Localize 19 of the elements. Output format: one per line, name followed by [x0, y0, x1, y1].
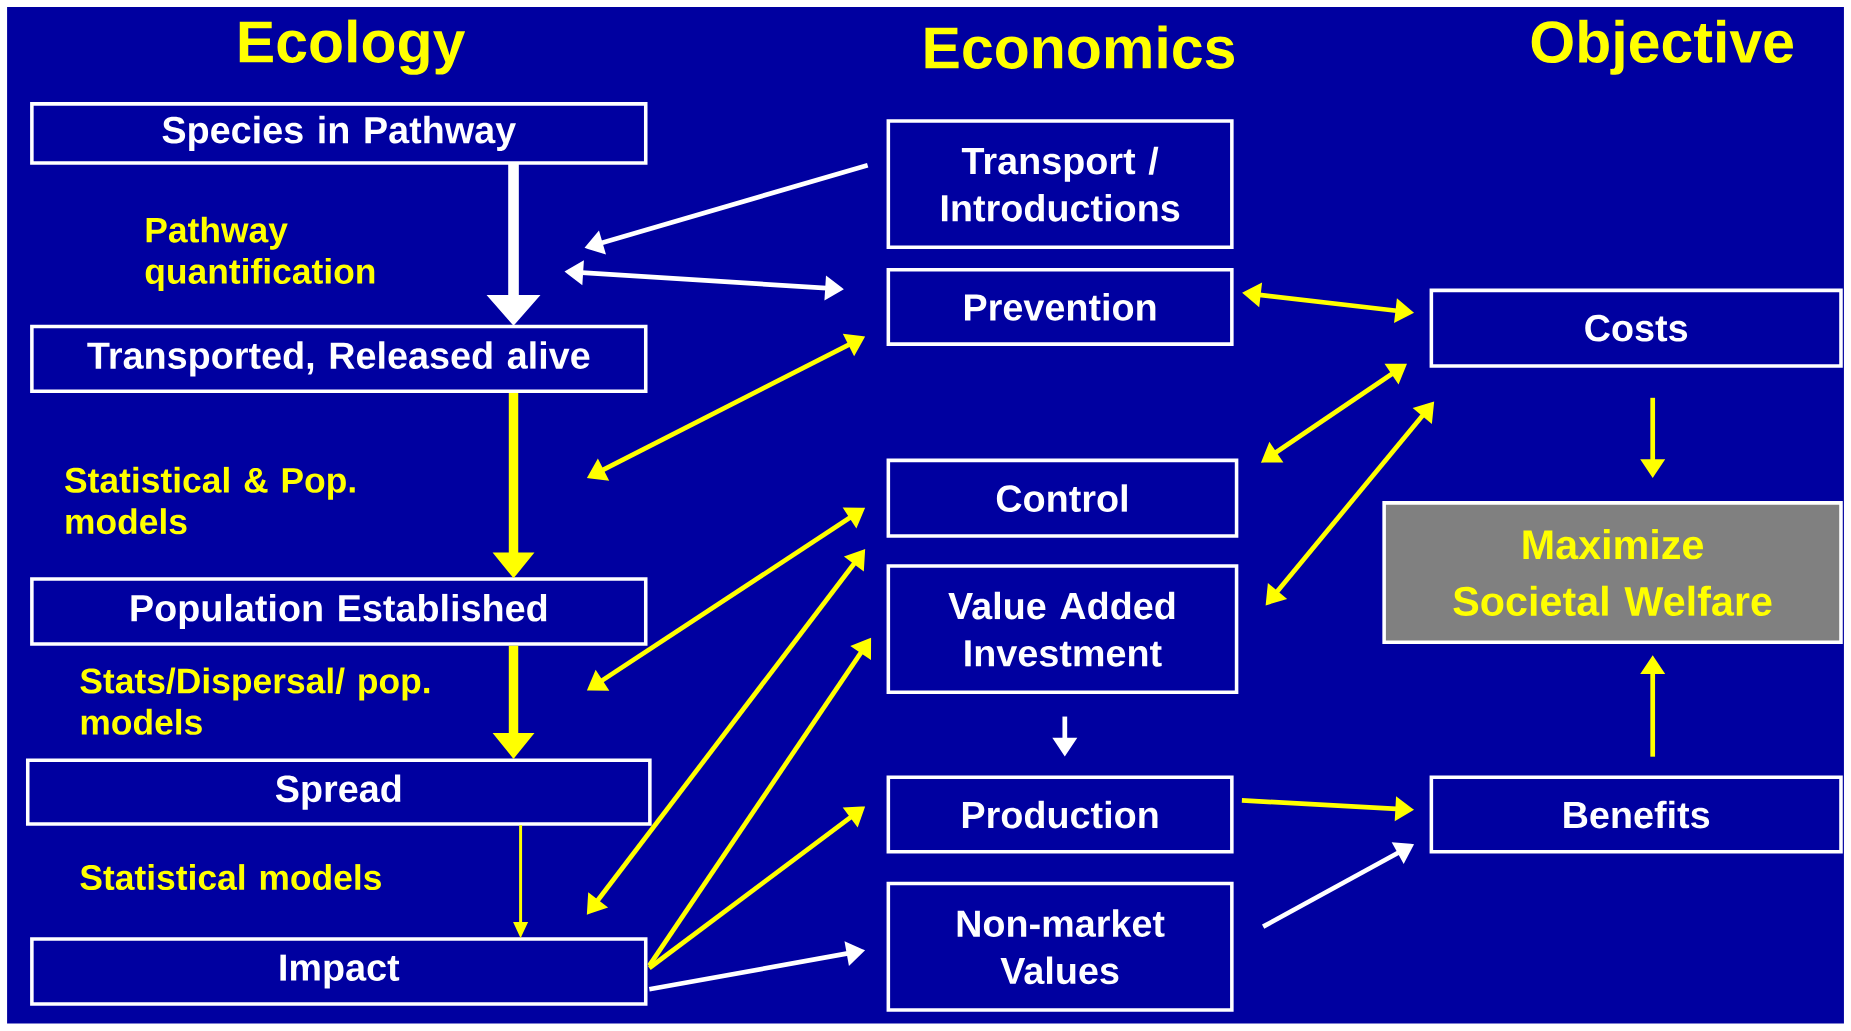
edge-label: Statistical & Pop. models [65, 467, 355, 535]
goal-box: Maximize Societal Welfare [1382, 501, 1843, 645]
process-box: Species in Pathway [30, 102, 648, 165]
process-box: Costs [1429, 288, 1843, 368]
process-box: Transported, Released alive [30, 324, 648, 394]
process-box: Production [886, 775, 1234, 854]
process-box: Value Added Investment [886, 564, 1239, 695]
process-box: Population Established [30, 577, 648, 646]
edge-label: Statistical models [80, 864, 381, 891]
edge-label: Pathway quantification [145, 216, 375, 292]
process-box: Spread [26, 758, 652, 826]
process-box: Control [886, 458, 1239, 538]
column-heading: Objective [1531, 19, 1793, 75]
process-box: Impact [30, 937, 648, 1006]
edge-label: Stats/Dispersal/ pop. models [80, 667, 430, 736]
process-box: Prevention [886, 268, 1234, 347]
process-box: Non-market Values [886, 882, 1234, 1012]
process-box: Benefits [1429, 775, 1843, 854]
process-box: Transport / Introductions [886, 119, 1234, 250]
